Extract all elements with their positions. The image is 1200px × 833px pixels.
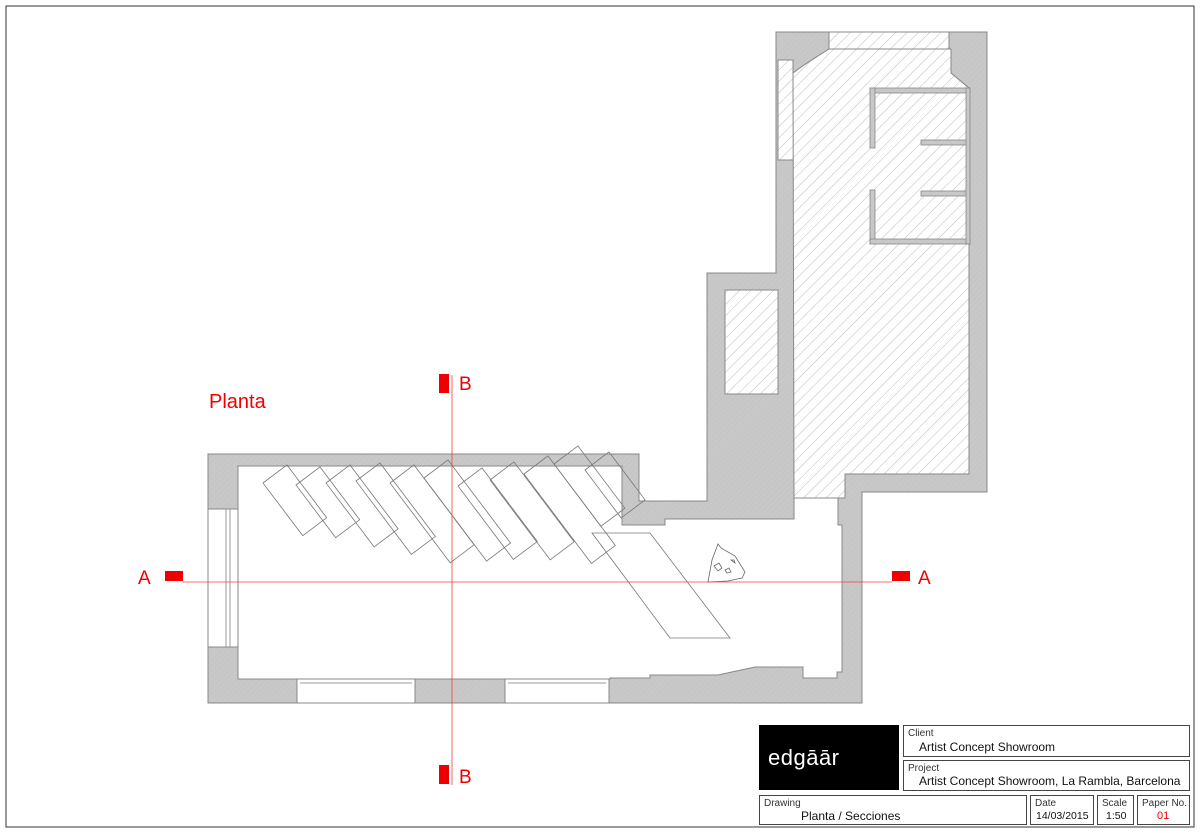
display-tile (262, 464, 328, 537)
drawing-box: Drawing Planta / Secciones (759, 795, 1027, 825)
scale-value: 1:50 (1106, 810, 1127, 822)
storage-room (724, 289, 779, 395)
logo-text: edgāār (768, 745, 840, 770)
project-box: Project Artist Concept Showroom, La Ramb… (903, 760, 1190, 791)
section-a-marker-left (165, 571, 183, 581)
scale-box: Scale 1:50 (1097, 795, 1134, 825)
window-bottom-1 (296, 678, 416, 704)
display-tile (325, 464, 399, 548)
section-b-marker-bottom (439, 765, 449, 784)
section-b-label-top: B (459, 374, 472, 395)
section-b-label-bottom: B (459, 767, 472, 788)
display-tile (457, 467, 538, 561)
client-value: Artist Concept Showroom (919, 740, 1056, 754)
date-label: Date (1035, 798, 1057, 809)
section-a-marker-right (892, 571, 910, 581)
sheet-border (5, 5, 1195, 828)
company-logo: edgāār (759, 725, 899, 790)
paper-box: Paper No. 01 (1137, 795, 1190, 825)
display-tiles (262, 445, 646, 565)
paper-value: 01 (1157, 810, 1170, 822)
display-tile (355, 462, 436, 556)
view-title: Planta (209, 391, 267, 413)
display-tile (489, 461, 575, 561)
section-b-marker-top (439, 374, 449, 393)
client-label: Client (908, 728, 934, 739)
window-bottom-2 (504, 678, 610, 704)
display-tile (295, 466, 361, 539)
display-tile (553, 445, 626, 527)
date-value: 14/03/2015 (1036, 810, 1089, 822)
toilet-partitions (869, 87, 971, 245)
display-tile (423, 459, 512, 562)
display-platform (591, 532, 731, 639)
upper-wing-floor-main (792, 48, 970, 499)
display-tile (584, 451, 646, 519)
sculpture-icon (707, 543, 746, 583)
client-box: Client Artist Concept Showroom (903, 725, 1190, 757)
section-a-label-left: A (138, 568, 151, 589)
showroom-floor (237, 465, 843, 680)
project-label: Project (908, 763, 940, 774)
date-box: Date 14/03/2015 (1030, 795, 1094, 825)
section-a-label-right: A (918, 568, 931, 589)
paper-label: Paper No. (1142, 798, 1188, 809)
drawing-label: Drawing (764, 798, 801, 809)
scale-label: Scale (1102, 798, 1128, 809)
drawing-value: Planta / Secciones (801, 809, 901, 823)
project-value: Artist Concept Showroom, La Rambla, Barc… (919, 774, 1181, 788)
window-left (207, 508, 239, 648)
